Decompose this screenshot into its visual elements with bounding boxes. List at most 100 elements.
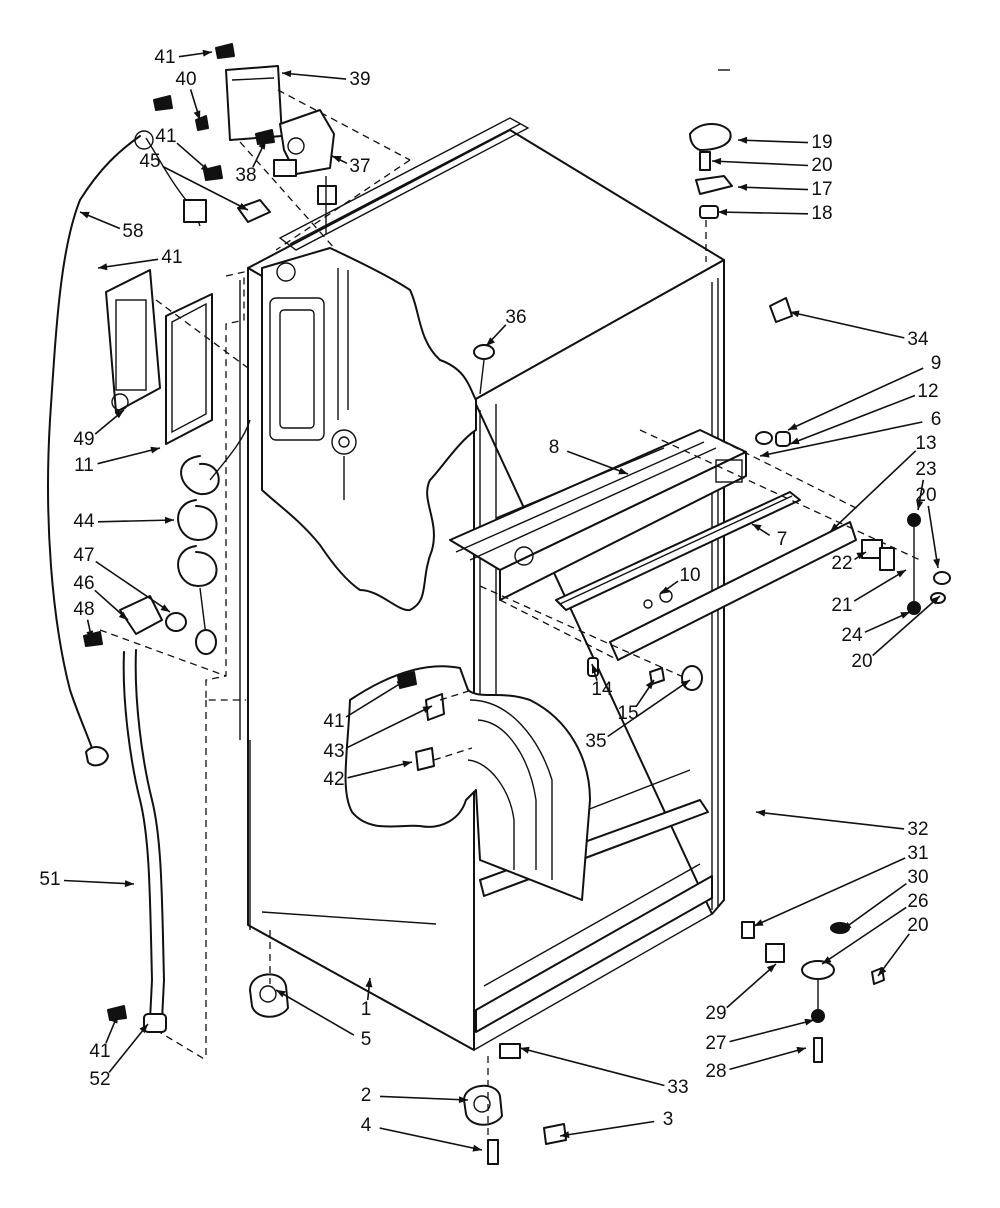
callout-label-c33: 33 bbox=[667, 1077, 688, 1098]
callout-label-c12: 12 bbox=[917, 381, 938, 402]
arrowhead-c5 bbox=[276, 990, 286, 998]
callout-label-c1: 1 bbox=[361, 999, 372, 1020]
arrowhead-c13 bbox=[830, 523, 839, 532]
arrowhead-c23 bbox=[916, 500, 924, 510]
arrowhead-c44 bbox=[164, 516, 174, 524]
callout-label-c14: 14 bbox=[591, 679, 613, 700]
leader-c27 bbox=[729, 1019, 815, 1043]
arrowhead-c7 bbox=[752, 524, 762, 532]
callout-label-c41b: 41 bbox=[155, 126, 176, 147]
arrowhead-c48 bbox=[86, 630, 94, 640]
callout-label-c41e: 41 bbox=[89, 1041, 110, 1062]
leader-c8 bbox=[566, 450, 629, 475]
callout-label-c49: 49 bbox=[73, 429, 94, 450]
arrowhead-c33 bbox=[520, 1046, 530, 1054]
leader-c47 bbox=[95, 560, 171, 613]
arrowhead-c20c bbox=[930, 596, 940, 605]
arrowhead-c14 bbox=[592, 664, 599, 674]
callout-label-c19: 19 bbox=[811, 132, 832, 153]
leader-c26 bbox=[821, 906, 907, 965]
arrowhead-c19 bbox=[738, 136, 748, 144]
callout-label-c5: 5 bbox=[361, 1029, 372, 1050]
arrowhead-c20b bbox=[933, 558, 940, 568]
callout-label-c37: 37 bbox=[349, 156, 370, 177]
leader-c32 bbox=[755, 811, 905, 830]
callout-label-c41c: 41 bbox=[161, 247, 182, 268]
callout-label-c20d: 20 bbox=[907, 915, 928, 936]
leader-c41c bbox=[97, 258, 159, 269]
leader-c43 bbox=[346, 705, 433, 749]
arrowhead-c41c bbox=[98, 263, 108, 271]
arrowhead-c29 bbox=[766, 964, 776, 973]
arrowhead-c41e bbox=[111, 1014, 118, 1024]
callout-label-c4: 4 bbox=[361, 1115, 372, 1136]
leader-c5 bbox=[275, 989, 355, 1036]
callout-label-c7: 7 bbox=[777, 529, 788, 550]
leader-c20b bbox=[927, 505, 939, 569]
arrowhead-c43 bbox=[422, 706, 432, 713]
arrowhead-c46 bbox=[118, 611, 128, 620]
leader-c29 bbox=[726, 963, 777, 1009]
rollers bbox=[249, 930, 567, 1165]
leader-c30 bbox=[841, 882, 907, 931]
arrowhead-c42 bbox=[402, 760, 412, 768]
arrowhead-c28 bbox=[796, 1046, 806, 1054]
arrowhead-c30 bbox=[842, 922, 852, 930]
callout-label-c36: 36 bbox=[505, 307, 526, 328]
callout-label-c28: 28 bbox=[705, 1061, 726, 1082]
leader-c6 bbox=[759, 421, 923, 457]
arrowhead-c32 bbox=[756, 809, 766, 817]
callout-label-c27: 27 bbox=[705, 1033, 726, 1054]
arrowhead-c47 bbox=[160, 604, 170, 612]
arrowhead-c41a bbox=[202, 49, 212, 57]
leader-c52 bbox=[108, 1023, 149, 1073]
leader-c42 bbox=[347, 761, 413, 779]
callout-label-c6: 6 bbox=[931, 409, 942, 430]
leader-c20c bbox=[872, 595, 941, 657]
leader-c51 bbox=[63, 879, 135, 885]
callout-label-c20c: 20 bbox=[851, 651, 872, 672]
callout-label-c21: 21 bbox=[831, 595, 852, 616]
leader-c18 bbox=[717, 211, 809, 215]
callout-label-c30: 30 bbox=[907, 867, 928, 888]
callout-label-c10: 10 bbox=[679, 565, 700, 586]
arrowhead-c26 bbox=[822, 956, 832, 964]
arrowhead-c34 bbox=[790, 310, 800, 318]
arrowhead-c4 bbox=[472, 1144, 482, 1152]
callout-label-c45: 45 bbox=[139, 151, 160, 172]
right-hardware bbox=[473, 123, 951, 1063]
leader-c35 bbox=[607, 679, 691, 738]
arrowhead-c22 bbox=[856, 552, 866, 560]
callout-label-c9: 9 bbox=[931, 353, 942, 374]
arrowhead-c49 bbox=[114, 410, 124, 419]
callout-label-c29: 29 bbox=[705, 1003, 726, 1024]
callout-label-c13: 13 bbox=[915, 433, 936, 454]
callout-label-c51: 51 bbox=[39, 869, 60, 890]
arrowhead-c41d bbox=[396, 680, 406, 688]
leader-c2 bbox=[379, 1095, 469, 1101]
arrowhead-c17 bbox=[738, 183, 748, 191]
callout-label-c15: 15 bbox=[617, 703, 638, 724]
liner-cutaway bbox=[261, 247, 497, 720]
callout-label-c46: 46 bbox=[73, 573, 94, 594]
arrowhead-c45 bbox=[238, 202, 248, 210]
arrowhead-c27 bbox=[804, 1018, 814, 1026]
callout-label-c23: 23 bbox=[915, 459, 936, 480]
leader-c9 bbox=[787, 367, 924, 431]
arrowhead-c31 bbox=[754, 919, 764, 926]
leader-c34 bbox=[789, 311, 905, 339]
leader-c11 bbox=[97, 447, 161, 465]
leader-c20a bbox=[711, 160, 809, 167]
arrowhead-c35 bbox=[680, 680, 690, 688]
left-parts bbox=[83, 269, 251, 1061]
leader-c45 bbox=[162, 165, 249, 211]
arrowhead-c18 bbox=[718, 208, 728, 216]
arrowhead-c36 bbox=[486, 337, 495, 346]
callout-label-c24: 24 bbox=[841, 625, 863, 646]
callout-leaders bbox=[63, 49, 941, 1152]
control-assembly bbox=[47, 43, 411, 767]
arrowhead-c12 bbox=[790, 437, 800, 445]
callout-label-c2: 2 bbox=[361, 1085, 372, 1106]
arrowhead-c6 bbox=[760, 450, 770, 458]
